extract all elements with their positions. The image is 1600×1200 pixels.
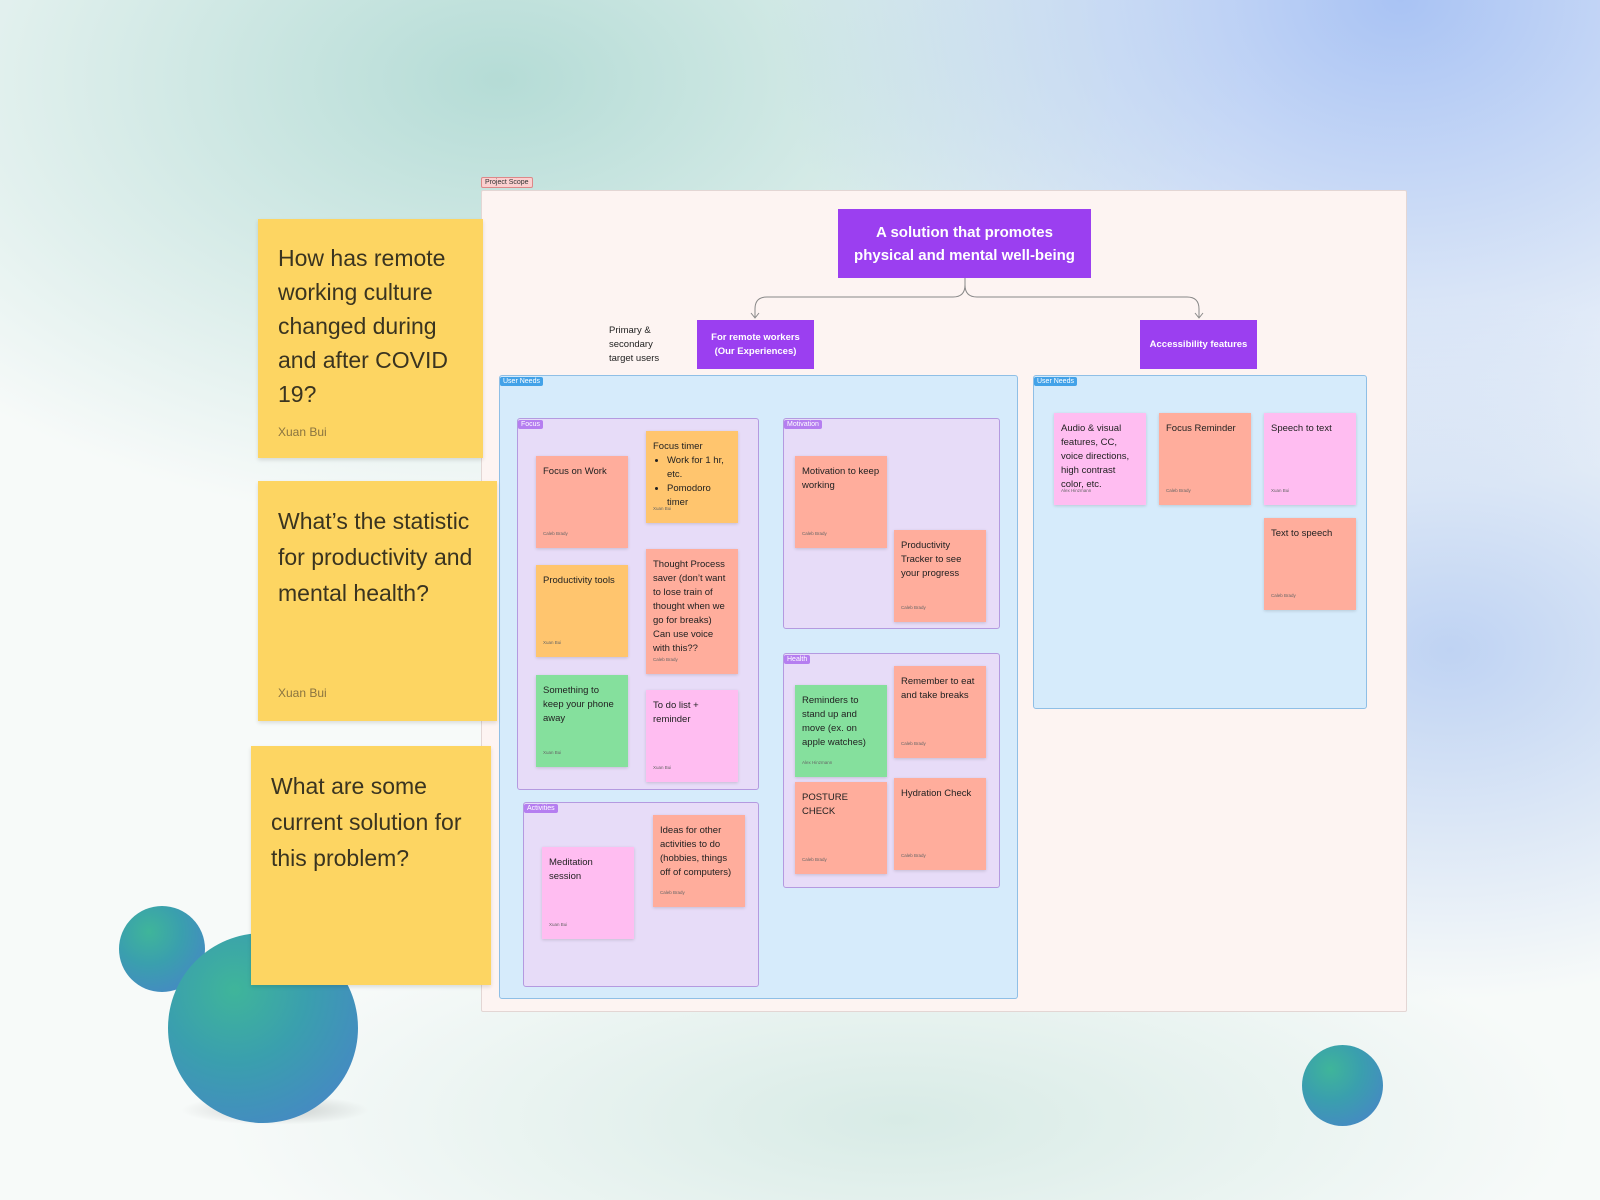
decorative-sphere-right [1302, 1045, 1383, 1126]
user-needs-tag-left: User Needs [500, 377, 543, 386]
sticky-author: Caleb Brady [1271, 593, 1296, 598]
sticky-author: Xuan Bui [653, 506, 672, 511]
question-author: Xuan Bui [278, 686, 327, 700]
sticky-author: Caleb Brady [802, 531, 827, 536]
sticky-author: Caleb Brady [802, 857, 827, 862]
sticky-note[interactable]: Thought Process saver (don’t want to los… [646, 549, 738, 674]
sticky-text: Something to keep your phone away [543, 685, 614, 724]
sticky-author: Xuan Bui [1271, 488, 1290, 493]
question-text: What’s the statistic for productivity an… [278, 508, 473, 606]
sticky-author: Caleb Brady [543, 531, 568, 536]
sticky-text: Remember to eat and take breaks [901, 676, 975, 701]
sticky-author: Caleb Brady [660, 890, 685, 895]
sticky-text: Ideas for other activities to do (hobbie… [660, 825, 732, 878]
sticky-note[interactable]: Productivity tools Xuan Bui [536, 565, 628, 657]
sticky-author: Xuan Bui [549, 922, 568, 927]
user-needs-tag-right: User Needs [1034, 377, 1077, 386]
main-heading[interactable]: A solution that promotes physical and me… [838, 209, 1091, 278]
sticky-note[interactable]: POSTURE CHECK Caleb Brady [795, 782, 887, 874]
sticky-title: Focus timer [653, 441, 703, 452]
sticky-author: Xuan Bui [543, 750, 562, 755]
sticky-author: Caleb Brady [901, 605, 926, 610]
sticky-text: Focus Reminder [1166, 423, 1236, 434]
sticky-note[interactable]: To do list + reminder Xuan Bui [646, 690, 738, 782]
question-text: How has remote working culture changed d… [278, 245, 449, 407]
sticky-text: Speech to text [1271, 423, 1332, 434]
connector-lines [750, 275, 1204, 319]
sticky-bullets: Work for 1 hr, etc. Pomodoro timer [653, 454, 731, 510]
sticky-note[interactable]: Meditation session Xuan Bui [542, 847, 634, 939]
question-text: What are some current solution for this … [271, 773, 462, 871]
health-tag: Health [784, 655, 811, 664]
sticky-author: Alex Hinzmann [1061, 488, 1092, 493]
sticky-note[interactable]: Ideas for other activities to do (hobbie… [653, 815, 745, 907]
motivation-tag: Motivation [784, 420, 822, 429]
question-note-remote-culture[interactable]: How has remote working culture changed d… [258, 219, 483, 458]
sticky-note[interactable]: Productivity Tracker to see your progres… [894, 530, 986, 622]
sticky-text: Motivation to keep working [802, 466, 880, 491]
sticky-note[interactable]: Speech to text Xuan Bui [1264, 413, 1356, 505]
activities-tag: Activities [524, 804, 558, 813]
sticky-author: Caleb Brady [1166, 488, 1191, 493]
sticky-author: Xuan Bui [543, 640, 562, 645]
sticky-note[interactable]: Focus timer Work for 1 hr, etc. Pomodoro… [646, 431, 738, 523]
branch-remote-workers[interactable]: For remote workers (Our Experiences) [697, 320, 814, 369]
sticky-text: Meditation session [549, 857, 593, 882]
sticky-author: Xuan Bui [653, 765, 672, 770]
sticky-note[interactable]: Motivation to keep working Caleb Brady [795, 456, 887, 548]
sticky-author: Caleb Brady [653, 657, 678, 662]
target-users-label: Primary & secondary target users [609, 325, 660, 364]
sticky-text: Text to speech [1271, 528, 1333, 539]
sticky-note[interactable]: Focus on Work Caleb Brady [536, 456, 628, 548]
question-note-statistic[interactable]: What’s the statistic for productivity an… [258, 481, 497, 721]
sticky-text: Focus on Work [543, 466, 607, 477]
sticky-text: Reminders to stand up and move (ex. on a… [802, 695, 866, 748]
sticky-note[interactable]: Audio & visual features, CC, voice direc… [1054, 413, 1146, 505]
bullet-item: Pomodoro timer [667, 482, 731, 510]
sticky-text: Audio & visual features, CC, voice direc… [1061, 423, 1130, 490]
sticky-text: Thought Process saver (don’t want to los… [653, 559, 726, 654]
sticky-text: POSTURE CHECK [802, 792, 848, 817]
sticky-text: Productivity Tracker to see your progres… [901, 540, 962, 579]
sticky-note[interactable]: Something to keep your phone away Xuan B… [536, 675, 628, 767]
sticky-author: Alex Hinzmann [802, 760, 833, 765]
sticky-text: Hydration Check [901, 788, 972, 799]
sticky-author: Caleb Brady [901, 853, 926, 858]
bullet-item: Work for 1 hr, etc. [667, 454, 731, 482]
sticky-note[interactable]: Text to speech Caleb Brady [1264, 518, 1356, 610]
sticky-text: To do list + reminder [653, 700, 699, 725]
board-tag[interactable]: Project Scope [481, 177, 533, 188]
sticky-note[interactable]: Hydration Check Caleb Brady [894, 778, 986, 870]
question-author: Xuan Bui [278, 425, 327, 439]
question-note-solutions[interactable]: What are some current solution for this … [251, 746, 491, 985]
branch-accessibility[interactable]: Accessibility features [1140, 320, 1257, 369]
sticky-author: Caleb Brady [901, 741, 926, 746]
sticky-text: Productivity tools [543, 575, 615, 586]
sticky-note[interactable]: Focus Reminder Caleb Brady [1159, 413, 1251, 505]
focus-tag: Focus [518, 420, 544, 429]
sticky-note[interactable]: Reminders to stand up and move (ex. on a… [795, 685, 887, 777]
sticky-note[interactable]: Remember to eat and take breaks Caleb Br… [894, 666, 986, 758]
